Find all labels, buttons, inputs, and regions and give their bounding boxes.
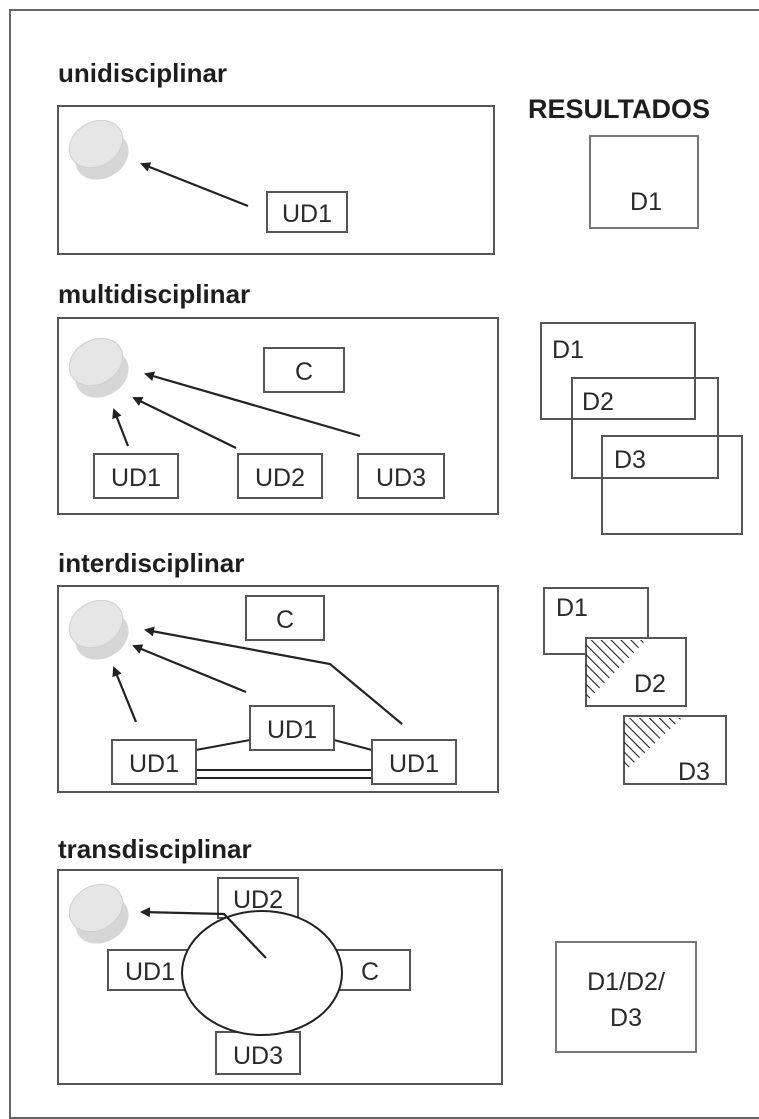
unit-label: UD1	[129, 750, 179, 778]
result-multi: D1 D2 D3	[540, 322, 743, 535]
object-blob	[60, 590, 138, 670]
results-heading: RESULTADOS	[528, 94, 710, 124]
arrow	[144, 626, 403, 725]
unit-label: UD3	[376, 464, 426, 492]
coordination-box: C	[245, 595, 325, 641]
result-trans: D1/D2/ D3	[555, 941, 697, 1053]
unit-label: UD3	[233, 1042, 283, 1070]
panel	[57, 105, 495, 255]
unit-label: UD1	[389, 750, 439, 778]
result-label: D2	[634, 670, 666, 698]
arrow	[132, 397, 237, 449]
connector	[195, 739, 251, 751]
integration-circle	[181, 910, 343, 1036]
coordination-box: C	[329, 949, 411, 991]
object-blob	[60, 110, 138, 190]
result-uni: D1	[589, 135, 699, 229]
result-label: D3	[610, 1004, 642, 1032]
unit-box-ud1-left: UD1	[111, 739, 197, 785]
arrow	[144, 371, 361, 438]
section-transdisciplinar: transdisciplinar UD2 UD1 C UD3	[57, 834, 503, 1085]
unit-label: UD2	[255, 464, 305, 492]
result-label: D1	[630, 188, 662, 216]
unit-box-ud3: UD3	[357, 453, 445, 499]
result-label: D3	[614, 446, 646, 474]
result-label: D1/D2/	[587, 968, 665, 996]
unit-label: UD2	[233, 886, 283, 914]
arrow	[132, 644, 247, 694]
coordination-box: C	[263, 347, 345, 393]
arrow	[112, 408, 130, 447]
unit-label: UD1	[111, 464, 161, 492]
connector	[333, 739, 373, 751]
arrow	[140, 907, 267, 959]
panel	[57, 869, 503, 1085]
unit-box-ud3: UD3	[215, 1031, 301, 1075]
unit-box-ud1: UD1	[107, 949, 193, 991]
section-multidisciplinar: multidisciplinar C UD1 UD2 UD3	[57, 279, 499, 515]
unit-box-ud1: UD1	[93, 453, 179, 499]
result-inter: D1 D2 D3	[543, 587, 727, 786]
section-interdisciplinar: interdisciplinar C UD1 UD1 UD1	[57, 548, 499, 793]
unit-label: UD1	[282, 200, 332, 228]
object-blob	[60, 874, 138, 954]
object-blob	[60, 328, 138, 408]
coordination-label: C	[361, 958, 379, 986]
result-label: D3	[678, 758, 710, 786]
result-label: D1	[556, 594, 588, 622]
unit-box-ud2: UD2	[237, 453, 323, 499]
unit-label: UD1	[125, 958, 175, 986]
arrow	[112, 666, 138, 723]
unit-box-ud2: UD2	[217, 877, 299, 919]
section-title: unidisciplinar	[58, 58, 227, 88]
unit-box-ud1-top: UD1	[249, 705, 335, 751]
section-title: transdisciplinar	[58, 834, 252, 864]
result-label: D2	[582, 388, 614, 416]
section-title: multidisciplinar	[58, 279, 250, 309]
arrow	[140, 162, 249, 208]
section-title: interdisciplinar	[58, 548, 244, 578]
unit-box-ud1: UD1	[266, 191, 348, 233]
result-label: D1	[552, 336, 584, 364]
coordination-label: C	[295, 358, 313, 386]
coordination-label: C	[276, 606, 294, 634]
section-unidisciplinar: unidisciplinar UD1	[57, 58, 495, 255]
panel	[57, 317, 499, 515]
panel	[57, 585, 499, 793]
unit-label: UD1	[267, 716, 317, 744]
unit-box-ud1-right: UD1	[371, 739, 457, 785]
